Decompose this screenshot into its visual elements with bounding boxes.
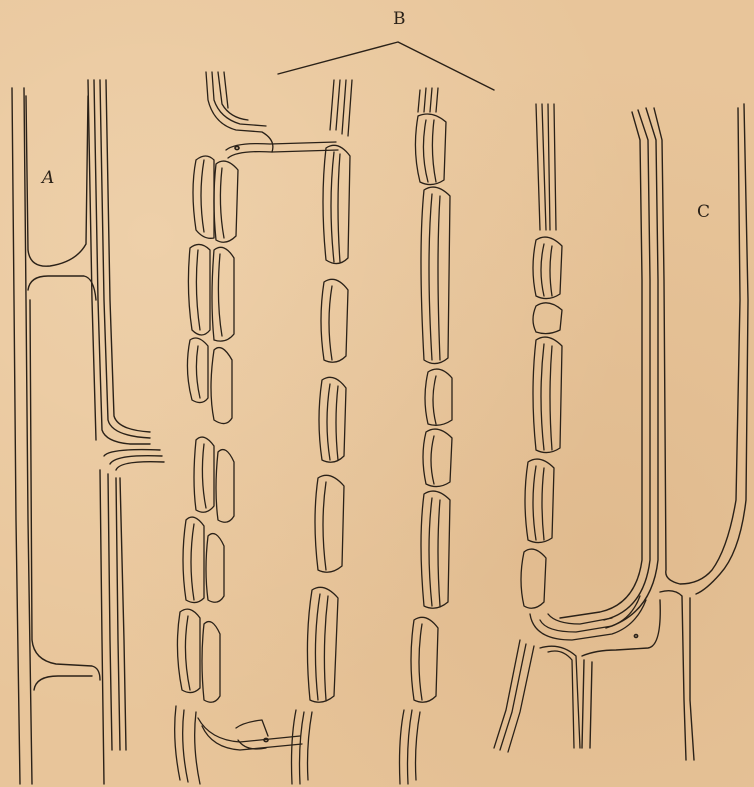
specimen-b-middle-strand bbox=[400, 88, 453, 784]
pit-dots bbox=[235, 146, 638, 741]
b-bracket bbox=[278, 42, 494, 90]
label-a: A bbox=[42, 168, 54, 188]
specimen-c bbox=[560, 104, 748, 760]
specimen-b-right-strand bbox=[494, 104, 646, 752]
specimen-b-right-wall bbox=[292, 80, 353, 784]
specimen-a bbox=[12, 80, 164, 784]
specimen-b-left-wall bbox=[175, 72, 338, 784]
label-b: B bbox=[393, 9, 406, 29]
label-c: C bbox=[697, 202, 710, 222]
